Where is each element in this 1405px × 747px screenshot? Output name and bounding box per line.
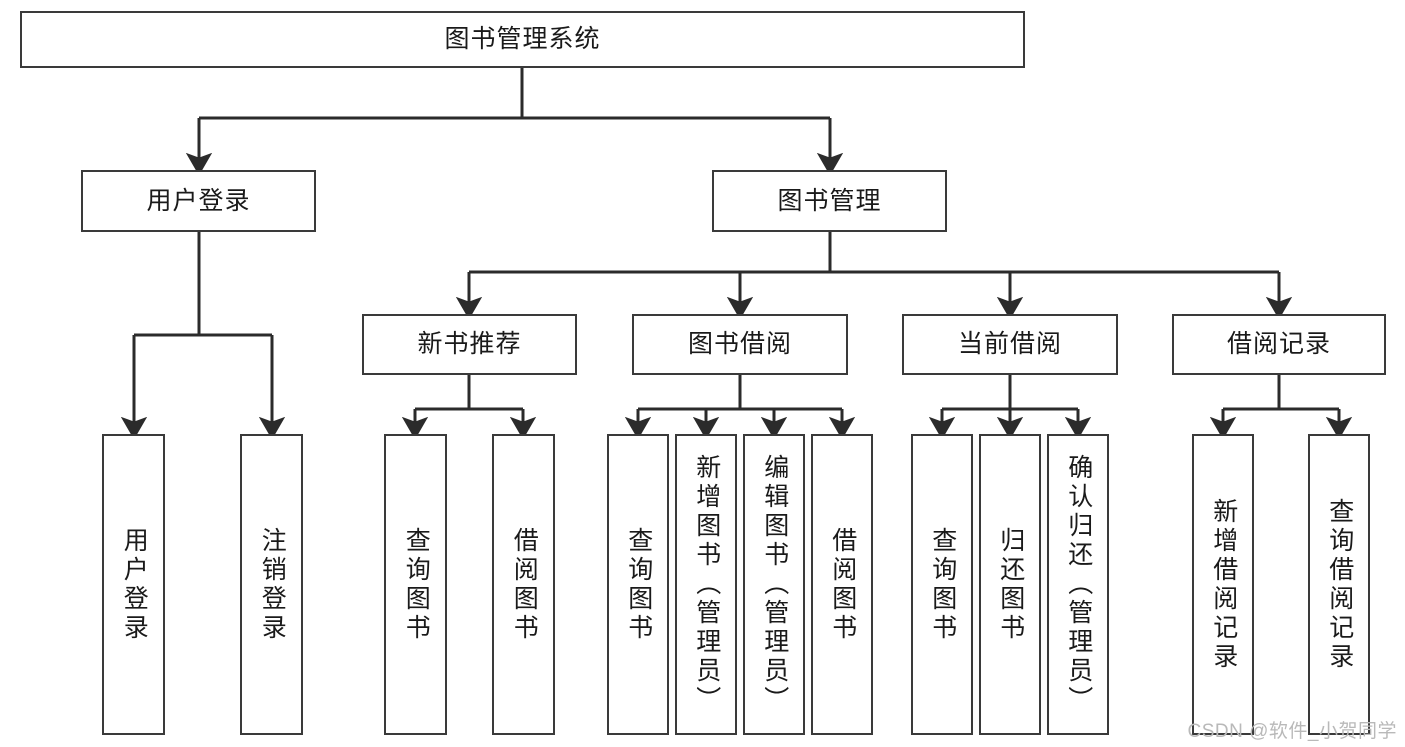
node-leaf-borrow-book-2-label: 借阅图书 [828, 526, 857, 643]
node-leaf-add-record[interactable]: 新增借阅记录 [1192, 434, 1254, 735]
node-book-borrow-label: 图书借阅 [687, 330, 792, 358]
node-leaf-query-book-3-label: 查询图书 [928, 526, 957, 643]
node-leaf-logout-login-label: 注销登录 [258, 526, 287, 643]
node-leaf-borrow-book-1[interactable]: 借阅图书 [492, 434, 555, 735]
node-book-manage-label: 图书管理 [777, 186, 882, 215]
node-leaf-return-book[interactable]: 归还图书 [979, 434, 1041, 735]
node-leaf-add-book-label: 新增图书（管理员） [692, 454, 721, 715]
node-leaf-query-record-label: 查询借阅记录 [1325, 497, 1354, 672]
node-leaf-user-login[interactable]: 用户登录 [102, 434, 165, 735]
node-root[interactable]: 图书管理系统 [20, 11, 1025, 68]
node-borrow-record-label: 借阅记录 [1226, 330, 1331, 358]
node-borrow-record[interactable]: 借阅记录 [1172, 314, 1386, 375]
node-root-label: 图书管理系统 [444, 25, 601, 53]
node-leaf-query-book-2-label: 查询图书 [624, 526, 653, 643]
node-leaf-user-login-label: 用户登录 [120, 526, 149, 643]
node-current-borrow[interactable]: 当前借阅 [902, 314, 1118, 375]
node-leaf-add-book[interactable]: 新增图书（管理员） [675, 434, 737, 735]
node-leaf-query-book-1[interactable]: 查询图书 [384, 434, 447, 735]
node-leaf-confirm-return-label: 确认归还（管理员） [1064, 454, 1093, 715]
node-leaf-query-book-1-label: 查询图书 [402, 526, 431, 643]
node-leaf-borrow-book-2[interactable]: 借阅图书 [811, 434, 873, 735]
node-user-login[interactable]: 用户登录 [81, 170, 316, 232]
node-leaf-add-record-label: 新增借阅记录 [1209, 497, 1238, 672]
node-user-login-label: 用户登录 [146, 186, 251, 215]
node-new-book-recommend-label: 新书推荐 [417, 330, 522, 358]
node-leaf-confirm-return[interactable]: 确认归还（管理员） [1047, 434, 1109, 735]
node-leaf-query-book-3[interactable]: 查询图书 [911, 434, 973, 735]
node-new-book-recommend[interactable]: 新书推荐 [362, 314, 577, 375]
node-leaf-query-book-2[interactable]: 查询图书 [607, 434, 669, 735]
node-leaf-query-record[interactable]: 查询借阅记录 [1308, 434, 1370, 735]
csdn-watermark: CSDN @软件_小贺同学 [1187, 721, 1397, 742]
node-leaf-return-book-label: 归还图书 [996, 526, 1025, 643]
node-current-borrow-label: 当前借阅 [957, 330, 1062, 358]
node-leaf-borrow-book-1-label: 借阅图书 [510, 526, 539, 643]
node-leaf-edit-book-label: 编辑图书（管理员） [760, 454, 789, 715]
node-book-borrow[interactable]: 图书借阅 [632, 314, 848, 375]
node-book-manage[interactable]: 图书管理 [712, 170, 947, 232]
node-leaf-logout-login[interactable]: 注销登录 [240, 434, 303, 735]
node-leaf-edit-book[interactable]: 编辑图书（管理员） [743, 434, 805, 735]
